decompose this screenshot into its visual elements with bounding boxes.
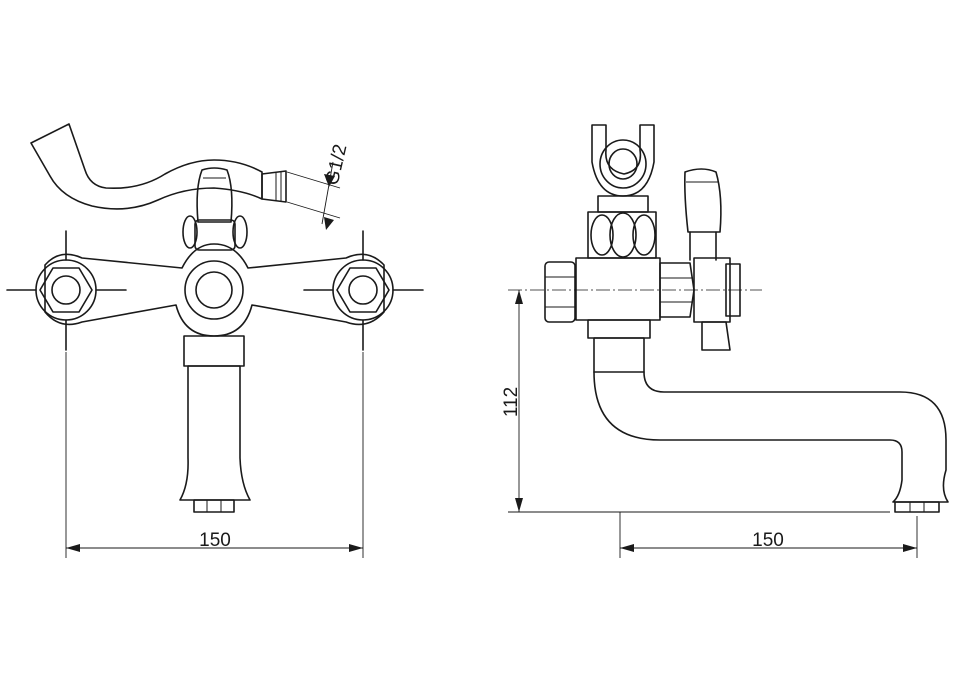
right-cross-handle <box>303 230 424 351</box>
side-spout <box>593 337 949 513</box>
handset-hook <box>591 124 655 213</box>
side-body <box>544 257 695 339</box>
side-handle <box>684 168 741 351</box>
side-view: 112 150 <box>501 124 949 558</box>
front-view: 150 G1/2 <box>6 123 424 558</box>
left-cross-handle <box>6 230 127 351</box>
diverter-nut <box>587 211 657 259</box>
diverter-knob <box>182 167 248 251</box>
thread-dimension <box>286 161 341 230</box>
side-length-dimension <box>619 512 918 558</box>
height-label: 112 <box>501 387 522 417</box>
front-width-label: 150 <box>199 530 231 551</box>
hose-holder <box>30 123 287 210</box>
front-width-dimension <box>65 352 364 558</box>
center-outlet <box>184 260 244 320</box>
side-length-label: 150 <box>752 530 784 551</box>
height-dimension <box>508 290 890 513</box>
front-spout <box>179 335 251 513</box>
thread-label: G1/2 <box>322 142 352 187</box>
